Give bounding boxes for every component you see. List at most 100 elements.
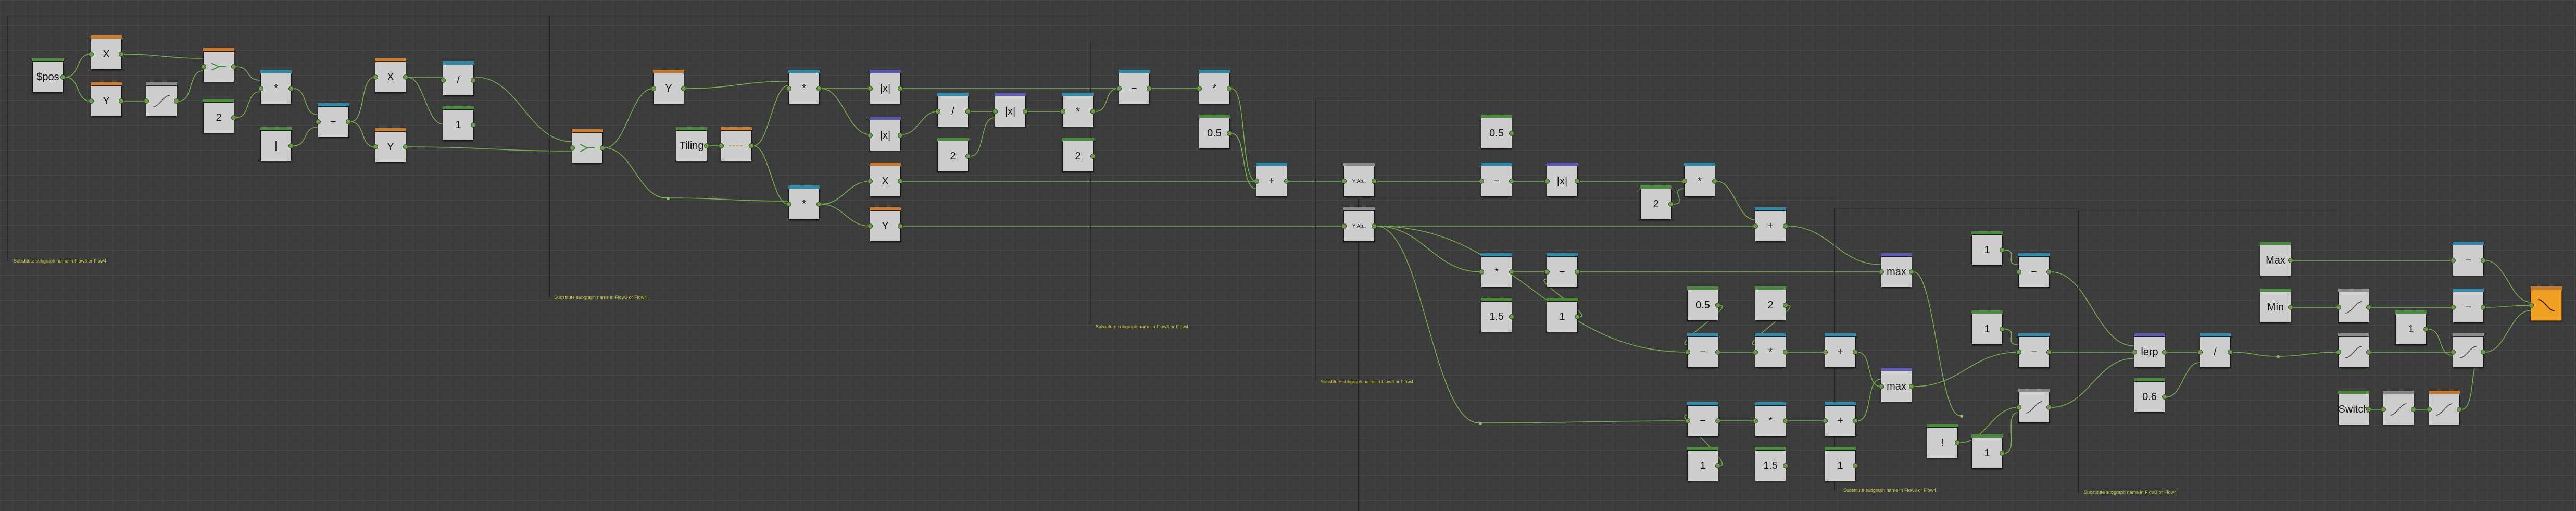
param-max-node[interactable]: Max (2260, 242, 2293, 276)
const-1-node-6[interactable]: 1 (1971, 310, 2005, 345)
combine-node-3[interactable] (719, 127, 754, 161)
subtract-node-8[interactable]: − (2016, 333, 2052, 368)
subtract-node-3[interactable]: − (1479, 163, 1514, 197)
add-label: + (1837, 346, 1843, 358)
const-1-node-4[interactable]: 1 (1825, 447, 1858, 481)
wire (1684, 305, 1723, 345)
multiply-node-5[interactable]: * (1197, 70, 1232, 104)
divide-label: / (457, 74, 460, 86)
param-min-node[interactable]: Min (2260, 289, 2293, 323)
reroute-dot (2277, 355, 2280, 358)
const-2-node-2[interactable]: 2 (937, 138, 971, 172)
subtract-label: − (1700, 415, 1706, 427)
subtract-node-4[interactable]: − (1544, 253, 1580, 288)
multiply-node-9[interactable]: * (1753, 402, 1788, 437)
add-node-1[interactable]: + (1254, 163, 1289, 197)
subtract-node-7[interactable]: − (2016, 253, 2052, 288)
add-node-3[interactable]: + (1823, 333, 1858, 368)
pos-node[interactable]: $pos (32, 58, 66, 93)
divide-node-1[interactable]: / (441, 61, 476, 96)
output-node[interactable] (2529, 286, 2562, 321)
wire (821, 181, 870, 205)
switch-node[interactable]: Switch (2338, 391, 2371, 425)
const-2-node-4[interactable]: 2 (1640, 185, 1674, 220)
multiply-node-7[interactable]: * (1682, 163, 1717, 197)
max-node-2[interactable]: max (1879, 368, 1914, 402)
wire (2004, 412, 2019, 454)
multiply-node-1[interactable]: * (258, 70, 294, 104)
divide-node-3[interactable]: / (2197, 333, 2233, 368)
const-1half-node-2[interactable]: 1.5 (1755, 447, 1788, 481)
const-half-node-2[interactable]: 0.5 (1481, 115, 1514, 149)
const-1-node-8[interactable]: 1 (2395, 310, 2429, 345)
absx-node-2[interactable]: |x| (868, 117, 903, 151)
frame-7 (2078, 210, 2339, 492)
tiling-node[interactable]: Tiling (676, 127, 709, 161)
const-1half-node-1[interactable]: 1.5 (1481, 298, 1514, 332)
combine-node-1[interactable] (201, 48, 236, 82)
const-2-node-3[interactable]: 2 (1062, 138, 1096, 172)
subtract-node-2[interactable]: − (1116, 70, 1152, 104)
smoothstep-node-5[interactable] (2451, 333, 2486, 368)
combine-node-2[interactable] (570, 129, 605, 164)
absx-node-4[interactable]: |x| (1544, 163, 1580, 197)
const-2-node-5[interactable]: 2 (1755, 286, 1788, 321)
subtract-node-9[interactable]: − (2451, 242, 2486, 276)
multiply-node-8[interactable]: * (1753, 333, 1788, 368)
multiply-node-3[interactable]: * (786, 185, 822, 220)
lerp-node[interactable]: lerp (2132, 333, 2167, 368)
swizzle-x-node-3[interactable]: X (868, 163, 903, 197)
wire (293, 127, 318, 146)
const-half-node-1[interactable]: 0.5 (1199, 115, 1232, 149)
const-1-label: 1 (1984, 447, 1990, 459)
const-1-node-5[interactable]: 1 (1971, 231, 2005, 266)
frame-4 (1315, 99, 1363, 381)
split-node-2[interactable]: Y Ab.. (1341, 207, 1377, 242)
split-node-1[interactable]: Y Ab.. (1341, 163, 1377, 197)
const-1-node-1[interactable]: 1 (443, 106, 476, 141)
wire (2004, 250, 2019, 265)
swizzle-x-node[interactable]: X (89, 35, 124, 70)
smoothstep-node-2[interactable] (2016, 389, 2052, 423)
max-node-1[interactable]: max (1879, 253, 1914, 288)
smoothstep-node-3[interactable] (2336, 289, 2371, 323)
swizzle-x-node-2[interactable]: X (373, 58, 408, 93)
absx-node-3[interactable]: |x| (992, 93, 1028, 127)
subtract-node-10[interactable]: − (2451, 289, 2486, 323)
divide-label: / (2214, 346, 2217, 358)
swizzle-y-node[interactable]: Y (89, 82, 124, 117)
swizzle-y-node-4[interactable]: Y (868, 207, 903, 242)
smoothstep-node-4[interactable] (2336, 333, 2371, 368)
curve-icon (2025, 401, 2043, 414)
swizzle-y-node-3[interactable]: Y (651, 70, 686, 104)
param-min-label: Min (2267, 301, 2284, 313)
add-node-2[interactable]: + (1753, 207, 1788, 242)
wire (1684, 414, 1723, 466)
subtract-node-5[interactable]: − (1685, 333, 1720, 368)
const-excl-node-1[interactable]: ! (1927, 424, 1960, 458)
abs-node-1[interactable]: | (260, 127, 294, 161)
add-node-4[interactable]: + (1823, 402, 1858, 437)
const-2-node-1[interactable]: 2 (203, 99, 236, 133)
const-1-node-7[interactable]: 1 (1971, 434, 2005, 469)
multiply-node-4[interactable]: * (1060, 93, 1096, 127)
const-point6-node[interactable]: 0.6 (2134, 378, 2167, 413)
subtract-node-1[interactable]: − (316, 103, 351, 138)
const-1-node-3[interactable]: 1 (1687, 447, 1720, 481)
subtract-label: − (2031, 346, 2037, 358)
divide-node-2[interactable]: / (935, 93, 971, 127)
pos-label: $pos (36, 71, 59, 83)
smoothstep-node-1[interactable] (144, 82, 179, 117)
absx-node-1[interactable]: |x| (868, 70, 903, 104)
frame-4-comment: Substitute subgraph name in Flow3 or Flo… (1321, 379, 1414, 384)
swizzle-y-node-2[interactable]: Y (373, 128, 408, 163)
multiply-node-2[interactable]: * (786, 70, 822, 104)
smoothstep-node-7[interactable] (2427, 391, 2462, 425)
multiply-node-6[interactable]: * (1479, 253, 1514, 288)
const-half-node-3[interactable]: 0.5 (1687, 286, 1720, 321)
const-1-node-2[interactable]: 1 (1547, 298, 1580, 332)
curve-icon (2435, 403, 2453, 416)
subtract-node-6[interactable]: − (1685, 402, 1720, 437)
smoothstep-node-6[interactable] (2381, 391, 2416, 425)
const-1-label: 1 (1700, 459, 1706, 471)
